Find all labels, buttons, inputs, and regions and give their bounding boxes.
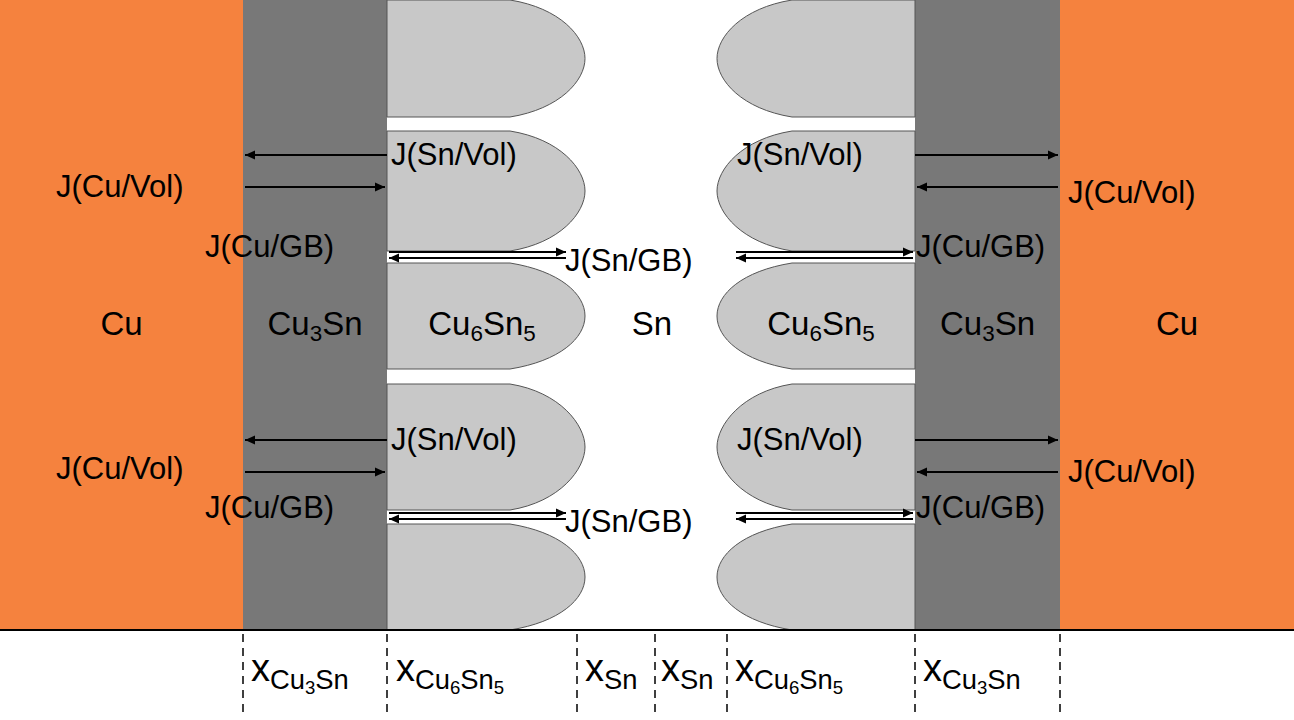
flux-arrow xyxy=(736,512,913,514)
dimension-tick xyxy=(386,634,388,718)
layer-band: Cu3Sn xyxy=(243,0,387,630)
flux-arrow xyxy=(736,257,913,259)
flux-label: J(Sn/Vol) xyxy=(737,138,863,172)
dimension-tick xyxy=(242,634,244,718)
flux-label: J(Cu/Vol) xyxy=(56,170,183,204)
flux-label: J(Sn/GB) xyxy=(565,244,692,278)
layer-band: Cu6Sn5 xyxy=(387,0,577,630)
flux-arrow xyxy=(389,518,566,520)
flux-label: J(Sn/Vol) xyxy=(391,423,517,457)
cu-band xyxy=(1060,0,1294,630)
cu6sn5-grain xyxy=(717,263,915,369)
flux-label: J(Cu/GB) xyxy=(916,230,1045,264)
flux-arrow xyxy=(917,186,1058,188)
flux-arrow xyxy=(389,251,566,253)
thickness-label: xCu6Sn5 xyxy=(735,648,843,690)
cu3sn-band xyxy=(243,0,387,630)
cu6sn5-grain xyxy=(387,524,585,630)
flux-arrow xyxy=(245,186,385,188)
layer-band: Cu xyxy=(1060,0,1294,630)
flux-label: J(Cu/Vol) xyxy=(56,452,183,486)
dimension-tick xyxy=(1059,634,1061,718)
cu6sn5-grain xyxy=(387,263,585,369)
dimension-tick xyxy=(576,634,578,718)
cu6sn5-grain xyxy=(387,384,585,510)
dimension-tick xyxy=(726,634,728,718)
cu3sn-band xyxy=(915,0,1060,630)
base-line xyxy=(0,629,1294,631)
layer-name: Cu6Sn5 xyxy=(727,305,915,343)
dimension-tick xyxy=(654,634,656,718)
layer-name: Sn xyxy=(577,305,727,343)
flux-arrow xyxy=(389,512,566,514)
layer-band: Cu3Sn xyxy=(915,0,1060,630)
cu6sn5-grain xyxy=(387,131,585,251)
cu-band xyxy=(0,0,243,630)
thickness-label: xCu6Sn5 xyxy=(396,648,504,690)
flux-label: J(Sn/Vol) xyxy=(737,423,863,457)
cu6sn5-grain xyxy=(717,0,915,117)
flux-arrow xyxy=(915,439,1058,441)
flux-label: J(Sn/GB) xyxy=(565,505,692,539)
flux-arrow xyxy=(389,257,566,259)
thickness-label: xSn xyxy=(661,648,713,690)
cu6sn5-grain xyxy=(717,131,915,251)
layer-name: Cu xyxy=(1060,305,1294,343)
cu6sn5-grain xyxy=(387,0,585,117)
flux-arrow xyxy=(736,518,913,520)
thickness-label: xCu3Sn xyxy=(251,648,349,690)
flux-label: J(Cu/GB) xyxy=(205,230,334,264)
flux-arrow xyxy=(245,154,387,156)
layer-name: Cu6Sn5 xyxy=(387,305,577,343)
cu6sn5-grain xyxy=(717,524,915,630)
flux-arrow xyxy=(245,471,385,473)
dimension-tick xyxy=(914,634,916,718)
thickness-label: xCu3Sn xyxy=(923,648,1021,690)
layer-name: Cu xyxy=(0,305,243,343)
layer-name: Cu3Sn xyxy=(915,305,1060,343)
flux-label: J(Cu/Vol) xyxy=(1068,455,1195,489)
layer-name: Cu3Sn xyxy=(243,305,387,343)
flux-arrow xyxy=(245,439,387,441)
layer-band: Cu xyxy=(0,0,243,630)
cu6sn5-grain xyxy=(717,384,915,510)
flux-label: J(Cu/Vol) xyxy=(1068,176,1195,210)
flux-arrow xyxy=(917,471,1058,473)
flux-label: J(Cu/GB) xyxy=(205,491,334,525)
flux-arrow xyxy=(915,154,1058,156)
flux-label: J(Sn/Vol) xyxy=(391,138,517,172)
layer-band: Cu6Sn5 xyxy=(727,0,915,630)
flux-label: J(Cu/GB) xyxy=(916,491,1045,525)
flux-arrow xyxy=(736,251,913,253)
thickness-label: xSn xyxy=(585,648,637,690)
